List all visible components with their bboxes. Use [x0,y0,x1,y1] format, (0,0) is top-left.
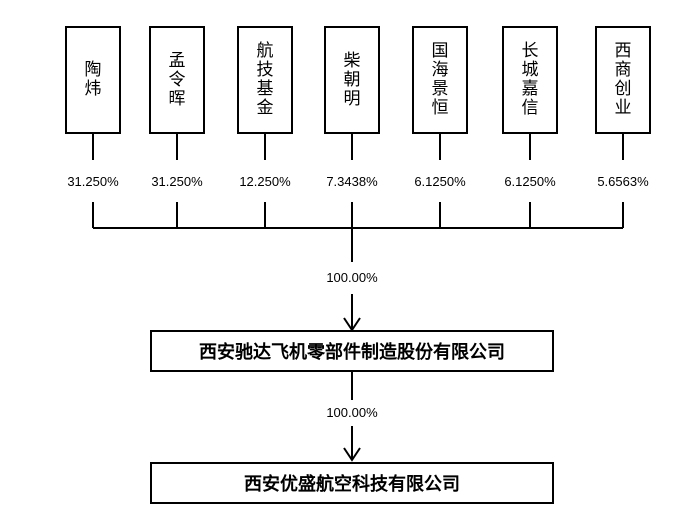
shareholder-name-char: 金 [256,98,274,118]
shareholder-name-char: 晖 [168,88,186,109]
shareholder-name-char: 技 [256,60,274,80]
shareholder-pct-chai-chaoming: 7.3438% [326,174,378,189]
shareholder-name: 航技基金 [257,42,274,118]
shareholder-name-char: 创 [614,79,632,99]
shareholder-name-char: 信 [521,98,539,118]
shareholder-name-char: 恒 [431,98,449,118]
parent-company-box: 西安驰达飞机零部件制造股份有限公司 [150,330,554,372]
shareholder-name: 国海景恒 [432,42,449,118]
shareholder-name-char: 令 [168,69,186,90]
shareholder-box-changcheng-jiaxin: 长城嘉信 [502,26,558,134]
shareholder-name-char: 嘉 [521,79,539,99]
shareholder-name: 长城嘉信 [522,42,539,118]
shareholder-name-char: 柴 [343,50,361,71]
shareholder-name-char: 商 [614,60,632,80]
shareholder-pct-meng-linghui: 31.250% [151,174,203,189]
shareholder-name-char: 孟 [168,50,186,71]
shareholder-box-xishang-chuangye: 西商创业 [595,26,651,134]
shareholder-name-char: 陶 [84,60,102,80]
shareholder-name: 孟令晖 [168,50,186,109]
ownership-ratio-subsidiary: 100.00% [326,405,378,420]
subsidiary-company-box: 西安优盛航空科技有限公司 [150,462,554,504]
shareholder-name-char: 长 [521,41,539,61]
shareholder-pct-tao-wei: 31.250% [67,174,119,189]
shareholder-name-char: 航 [256,41,274,61]
shareholder-name-char: 国 [431,41,449,61]
ownership-ratio-parent: 100.00% [326,270,378,285]
shareholder-name: 陶炜 [85,61,102,99]
shareholder-pct-changcheng-jiaxin: 6.1250% [504,174,556,189]
shareholder-name-char: 基 [256,79,274,99]
shareholder-name-char: 景 [431,79,449,99]
shareholder-name-char: 明 [343,88,361,109]
shareholder-name-char: 朝 [343,69,361,90]
shareholder-name-char: 炜 [84,79,102,99]
shareholder-name: 柴朝明 [343,50,361,109]
shareholder-box-hangji-fund: 航技基金 [237,26,293,134]
shareholder-name-char: 城 [521,60,539,80]
shareholder-name-char: 西 [614,41,632,61]
shareholder-pct-guohai-jingheng: 6.1250% [414,174,466,189]
shareholder-box-tao-wei: 陶炜 [65,26,121,134]
shareholder-pct-hangji-fund: 12.250% [239,174,291,189]
shareholder-name: 西商创业 [615,42,632,118]
shareholder-box-guohai-jingheng: 国海景恒 [412,26,468,134]
shareholder-name-char: 业 [614,98,632,118]
shareholder-box-chai-chaoming: 柴朝明 [324,26,380,134]
shareholder-box-meng-linghui: 孟令晖 [149,26,205,134]
shareholder-name-char: 海 [431,60,449,80]
shareholder-pct-xishang-chuangye: 5.6563% [597,174,649,189]
